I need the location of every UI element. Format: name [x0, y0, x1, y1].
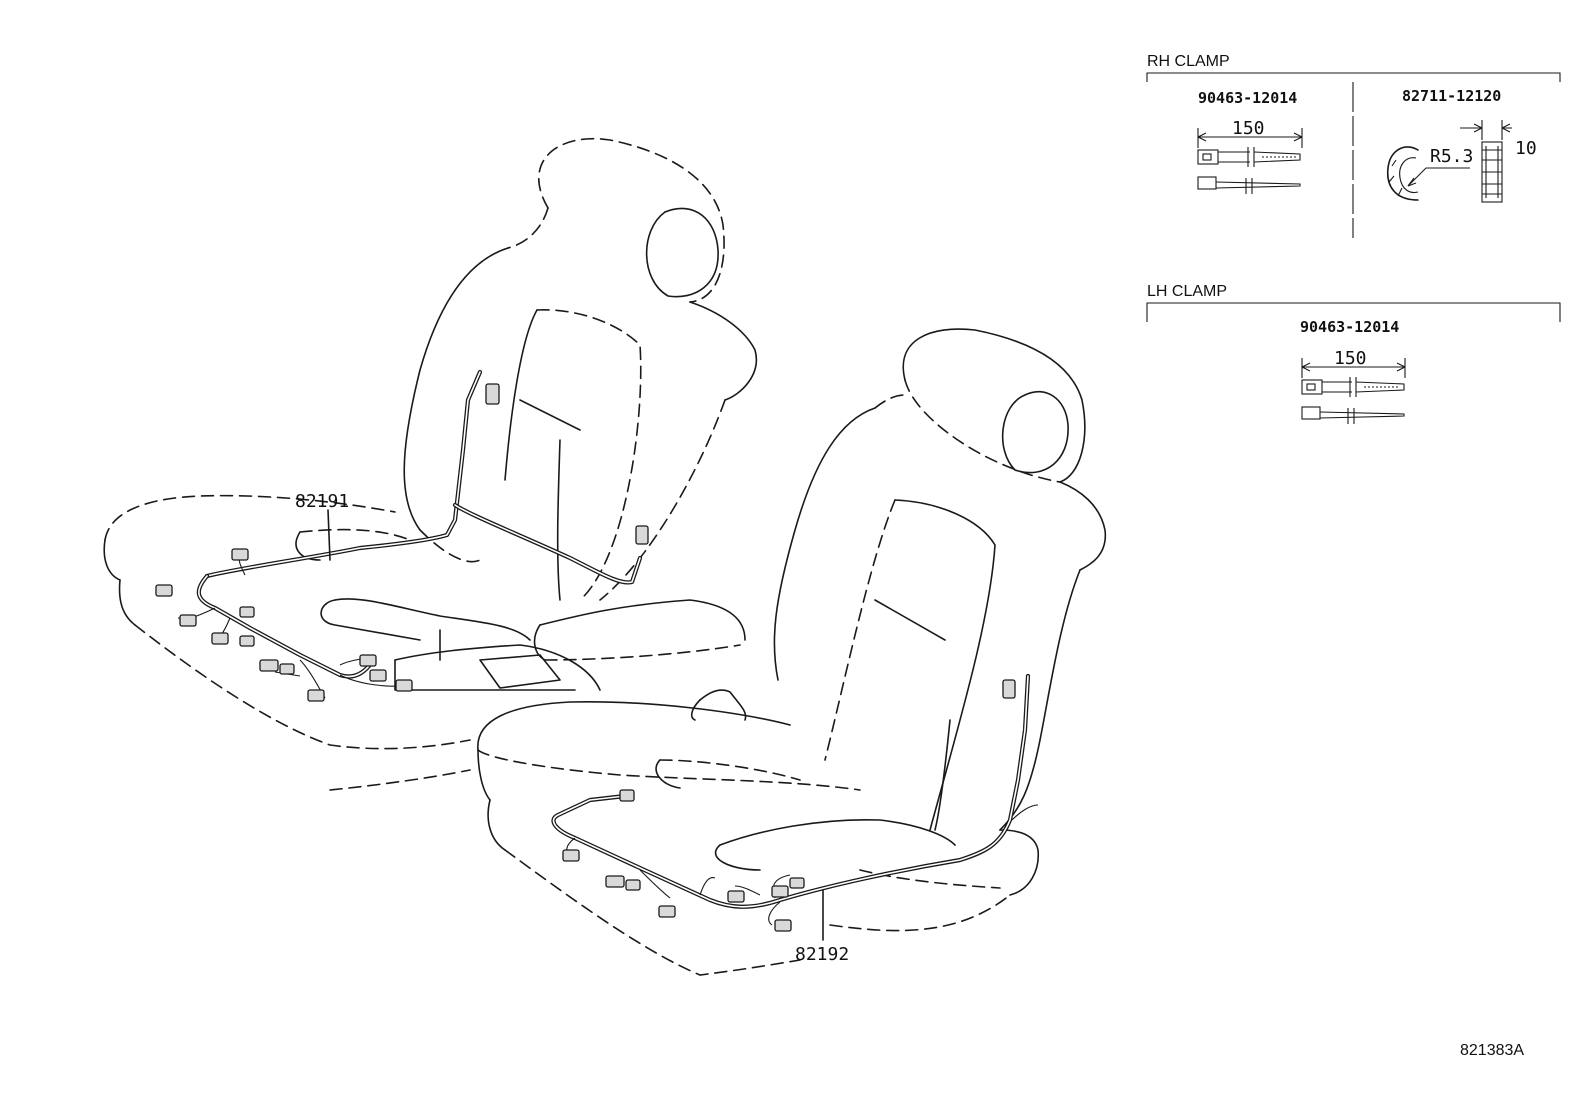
rh-clamp-clip-width: 10 [1515, 138, 1537, 159]
lh-clamp-tie-part-no: 90463-12014 [1300, 318, 1399, 336]
rh-seat [103, 137, 758, 791]
lh-clamp-tie-length: 150 [1334, 348, 1367, 369]
lh-clamp-panel: LH CLAMP 90463-12014 150 [1146, 283, 1561, 424]
diagram-code: 821383A [1460, 1042, 1524, 1059]
rh-clamp-tie-part-no: 90463-12014 [1198, 89, 1297, 107]
part-label-82191: 82191 [295, 491, 349, 512]
part-label-82192: 82192 [795, 944, 849, 965]
rh-clamp-tie-length: 150 [1232, 118, 1265, 139]
lh-seat [477, 328, 1106, 976]
rh-clamp-clip-radius: R5.3 [1430, 146, 1473, 167]
rh-clamp-header: RH CLAMP [1147, 53, 1230, 70]
rh-clamp-panel: RH CLAMP 90463-12014 82711-12120 150 R5.… [1146, 53, 1561, 238]
rh-clamp-clip-part-no: 82711-12120 [1402, 87, 1501, 105]
lh-clamp-header: LH CLAMP [1147, 283, 1227, 300]
